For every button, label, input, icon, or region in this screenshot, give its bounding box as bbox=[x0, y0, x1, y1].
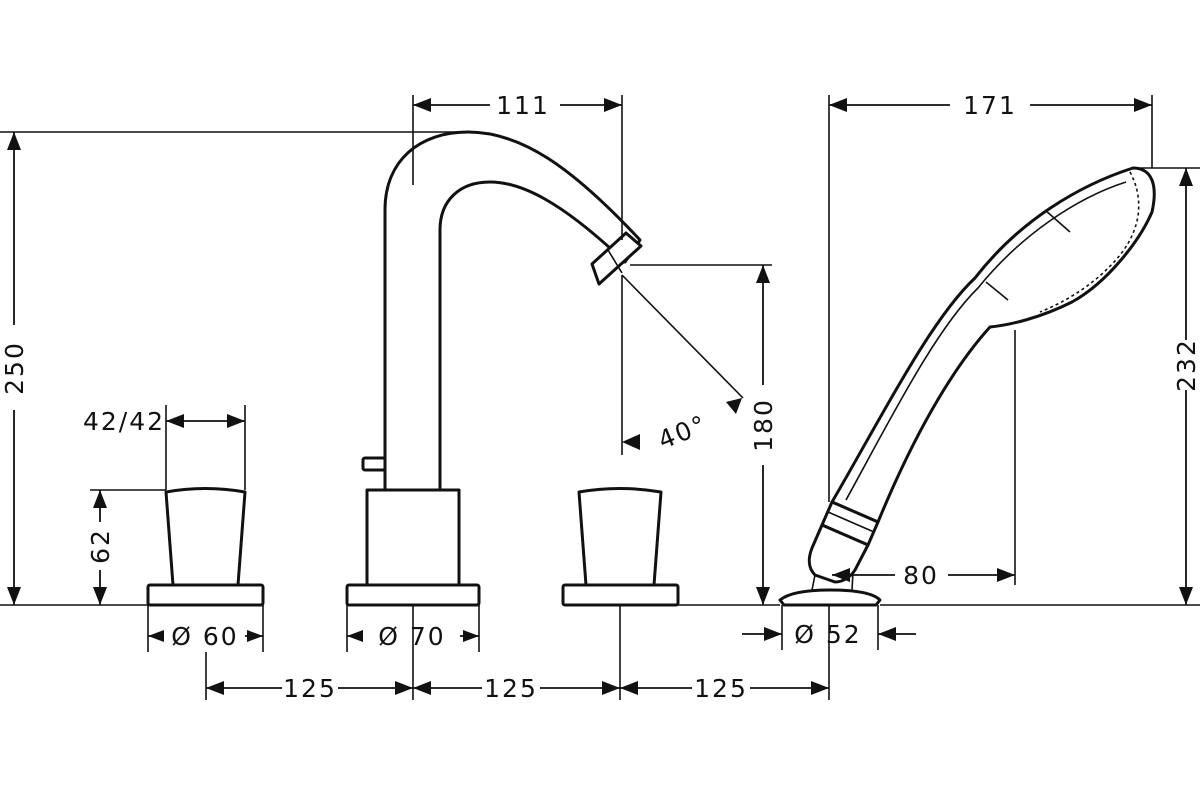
label-spout-base-diameter: Ø 70 bbox=[378, 622, 445, 651]
label-outlet-height: 180 bbox=[749, 398, 778, 452]
label-spout-reach: 111 bbox=[496, 91, 550, 120]
label-spacing-3: 125 bbox=[694, 674, 748, 703]
hand-shower bbox=[778, 166, 1156, 607]
spout bbox=[345, 130, 643, 607]
left-handle bbox=[146, 487, 265, 607]
right-handle bbox=[561, 487, 680, 607]
label-handle-height: 62 bbox=[86, 528, 115, 564]
label-hand-shower-height: 232 bbox=[1172, 338, 1200, 392]
label-handle-size: 42/42 bbox=[83, 407, 165, 436]
extension-lines bbox=[0, 95, 1200, 700]
label-spray-angle: 40° bbox=[654, 409, 712, 455]
dimension-lines bbox=[7, 98, 1193, 695]
label-spacing-1: 125 bbox=[283, 674, 337, 703]
label-overall-height: 250 bbox=[0, 341, 29, 395]
dimension-labels: 111 171 250 232 180 40° 42/42 62 80 Ø 60… bbox=[0, 91, 1200, 703]
label-hand-shower-length: 171 bbox=[963, 91, 1017, 120]
label-shower-projection: 80 bbox=[903, 561, 939, 590]
label-handle-base-diameter: Ø 60 bbox=[171, 622, 238, 651]
label-shower-base-diameter: Ø 52 bbox=[794, 620, 861, 649]
label-spacing-2: 125 bbox=[484, 674, 538, 703]
